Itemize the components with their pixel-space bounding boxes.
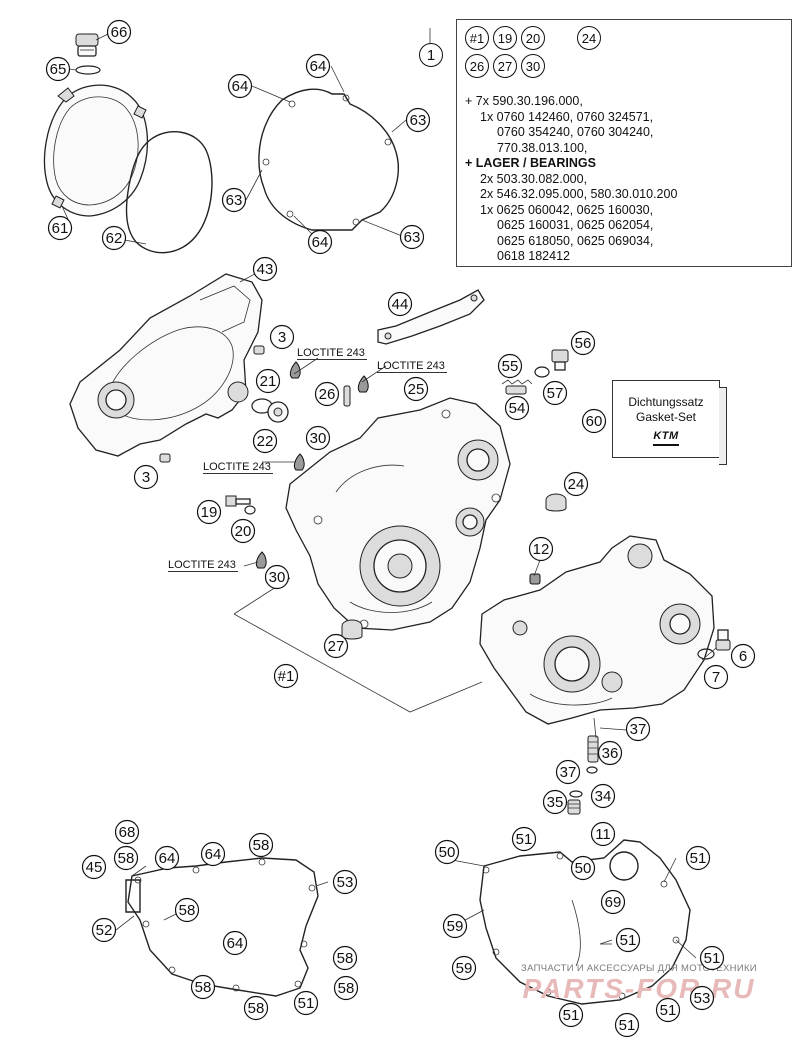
clutch-side-cover (69, 273, 263, 457)
loctite-drop-3 (293, 453, 305, 471)
plug-35 (567, 799, 581, 815)
ktm-logo: KTM (653, 429, 679, 446)
plunger-55 (505, 385, 527, 395)
loctite-label-2: LOCTITE 243 (377, 360, 447, 373)
clutch-cover-gasket (125, 131, 213, 254)
watermark-logo: PARTS-FOR.RU (522, 973, 756, 1004)
crankcase-left-half (285, 397, 511, 631)
legend-line: 2x 503.30.082.000, (480, 171, 588, 186)
o-ring-37 (586, 766, 598, 774)
legend-id: 30 (521, 54, 545, 78)
bearing-cover-22 (267, 401, 289, 423)
screw-19 (225, 495, 251, 507)
gasket-set-title-de: Dichtungssatz (628, 395, 704, 409)
loctite-drop-1 (289, 361, 301, 379)
loctite-label-4: LOCTITE 243 (168, 559, 238, 572)
legend-line: 2x 546.32.095.000, 580.30.010.200 (480, 187, 678, 201)
seal-ring-57 (534, 366, 550, 378)
bushing-24 (545, 493, 567, 512)
clutch-cover-inner-gasket (125, 857, 319, 997)
o-ring-34 (569, 790, 583, 798)
washer-20 (244, 505, 256, 515)
legend-line: 0625 618050, 0625 069034, (497, 233, 654, 248)
legend-line: 770.38.013.100, (497, 140, 588, 155)
loctite-label-1: LOCTITE 243 (297, 347, 367, 360)
legend-line: 0625 160031, 0625 062054, (497, 218, 654, 232)
legend-id: 24 (577, 26, 601, 50)
dowel-26 (343, 385, 351, 407)
dowel-pin-3b (159, 453, 171, 463)
legend-title-callout: 1 (419, 43, 443, 67)
clutch-outer-cover (43, 84, 149, 217)
watermark: ЗАПЧАСТИ И АКСЕССУАРЫ ДЛЯ МОТОТЕХНИКИ PA… (484, 963, 794, 1004)
legend-id: 20 (521, 26, 545, 50)
dowel-pin-3a (253, 345, 265, 355)
watermark-tagline: ЗАПЧАСТИ И АКСЕССУАРЫ ДЛЯ МОТОТЕХНИКИ (521, 963, 757, 974)
legend-id: #1 (465, 26, 489, 50)
loctite-label-3: LOCTITE 243 (203, 461, 273, 474)
bushing-27 (341, 619, 363, 640)
legend-line: 0618 182412 (497, 249, 570, 263)
legend-line: + 7x 590.30.196.000, (465, 94, 583, 108)
gasket-set-title-en: Gasket-Set (635, 410, 697, 424)
legend-line: 1x 0625 060042, 0625 160030, (480, 202, 654, 217)
kit-contents-legend: #1 19 20 24 26 27 30 + 7x 590.30.196.000… (456, 19, 792, 267)
legend-line: 1x 0760 142460, 0760 324571, (480, 109, 654, 124)
seal-ring-7 (697, 648, 715, 660)
legend-text: + 7x 590.30.196.000,1x 0760 142460, 0760… (465, 94, 677, 265)
legend-id: 27 (493, 54, 517, 78)
legend-id: 19 (493, 26, 517, 50)
crankcase-right-half (479, 535, 715, 725)
ignition-cover-gasket (258, 88, 399, 231)
gasket-set-package: Dichtungssatz Gasket-Set KTM (612, 380, 727, 465)
bracket-44 (377, 289, 485, 345)
legend-line: + LAGER / BEARINGS (465, 156, 596, 170)
loctite-drop-2 (357, 375, 369, 393)
drain-plug-6 (715, 629, 731, 651)
legend-id: 26 (465, 54, 489, 78)
oil-screen-36 (587, 735, 599, 763)
screw-plug-56 (551, 349, 569, 371)
screw-12 (529, 573, 541, 585)
legend-line: 0760 354240, 0760 304240, (497, 125, 654, 139)
loctite-drop-4 (255, 551, 267, 569)
spring-54 (501, 379, 533, 385)
legend-id-list: #1 19 20 24 26 27 30 (465, 26, 605, 78)
